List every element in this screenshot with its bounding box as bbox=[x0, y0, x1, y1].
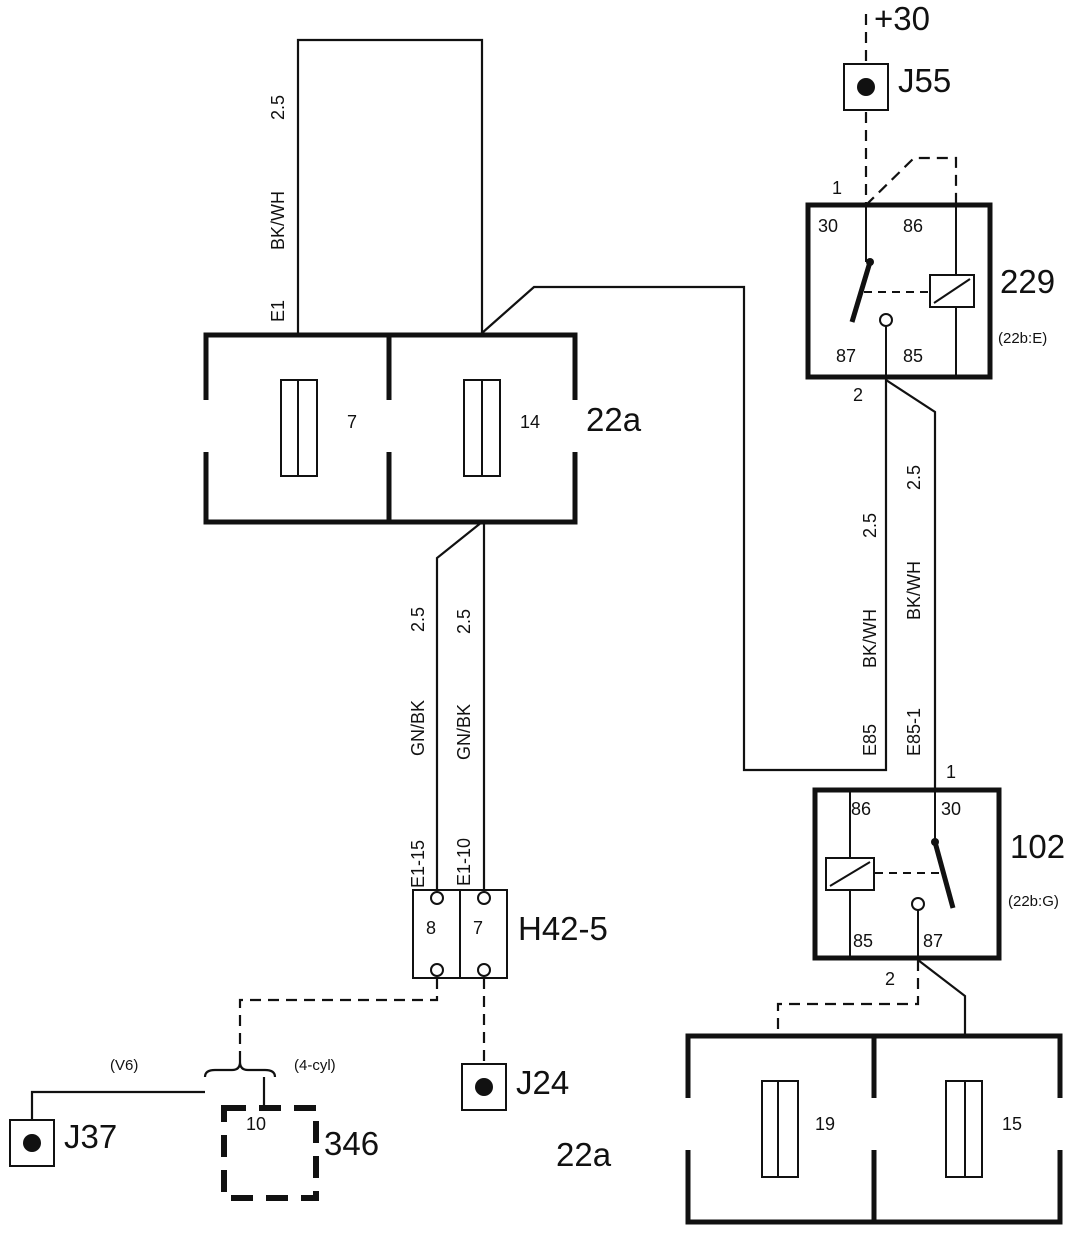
relay-102-label: 102 bbox=[1010, 828, 1065, 865]
connector-h42-pin7-bottom bbox=[477, 963, 491, 977]
relay-229-label: 229 bbox=[1000, 263, 1055, 300]
wire-labels: 2.5 BK/WH E1 2.5 GN/BK E1-15 2.5 GN/BK E… bbox=[268, 95, 924, 888]
wire-h42-8-down bbox=[238, 978, 439, 1062]
wire-top-color: BK/WH bbox=[268, 191, 288, 250]
component-346-pin: 10 bbox=[246, 1114, 266, 1134]
fuse-box-bottom-label: 22a bbox=[556, 1136, 612, 1173]
relay-229-pivot bbox=[866, 258, 874, 266]
wire-left-color: GN/BK bbox=[408, 700, 428, 756]
splice-j55: J55 bbox=[843, 62, 951, 111]
connector-h42-pin-right: 7 bbox=[473, 918, 483, 938]
splice-j55-dot bbox=[857, 78, 875, 96]
wire-e1-loop bbox=[296, 38, 484, 335]
wire-e85-color: BK/WH bbox=[860, 609, 880, 668]
relay-229-term-in: 1 bbox=[832, 178, 842, 198]
wire-right-size: 2.5 bbox=[454, 609, 474, 634]
component-346: 10 346 bbox=[221, 1105, 379, 1201]
relay-102-pin-86: 86 bbox=[851, 799, 871, 819]
variant-brace-icon bbox=[203, 1061, 277, 1078]
splice-j24-label: J24 bbox=[516, 1064, 569, 1101]
wire-e85-id: E85 bbox=[860, 724, 880, 756]
splice-j37-dot bbox=[23, 1134, 41, 1152]
wire-e85-1 bbox=[885, 379, 937, 790]
relay-229-pin-85: 85 bbox=[903, 346, 923, 366]
connector-h42-pin8-bottom bbox=[430, 963, 444, 977]
splice-j37: J37 bbox=[9, 1118, 117, 1167]
splice-j37-label: J37 bbox=[64, 1118, 117, 1155]
wire-top-id: E1 bbox=[268, 300, 288, 322]
connector-h42-pin8-top bbox=[430, 891, 444, 905]
wire-102-to-fuse15 bbox=[917, 959, 967, 1040]
fuse-box-bottom-gap-mid bbox=[869, 1098, 880, 1150]
fuse-box-top-gap-right bbox=[569, 400, 580, 452]
wire-e851-id: E85-1 bbox=[904, 708, 924, 756]
fuse-15-label: 15 bbox=[1002, 1114, 1022, 1134]
supply-plus30-label: +30 bbox=[874, 0, 930, 37]
relay-102-pin-85: 85 bbox=[853, 931, 873, 951]
relay-102-pin-87: 87 bbox=[923, 931, 943, 951]
relay-229-pin-87: 87 bbox=[836, 346, 856, 366]
relay-229-ref: (22b:E) bbox=[998, 330, 1047, 347]
connector-h42-pin7-top bbox=[477, 891, 491, 905]
variant-4cyl-label: (4-cyl) bbox=[294, 1057, 336, 1074]
fuse-box-top: 7 14 22a bbox=[201, 332, 642, 525]
fuse-box-top-gap-left bbox=[201, 400, 212, 452]
relay-102-ref: (22b:G) bbox=[1008, 893, 1059, 910]
fuse-box-bottom: 19 15 bbox=[683, 1033, 1065, 1225]
relay-102-contact-87 bbox=[911, 897, 925, 911]
relay-229-pin-86: 86 bbox=[903, 216, 923, 236]
relay-229-contact-87 bbox=[879, 313, 893, 327]
relay-229-contact-arm bbox=[849, 261, 873, 323]
splice-j24-dot bbox=[475, 1078, 493, 1096]
wire-229-coil-feed bbox=[865, 156, 958, 206]
relay-229: 1 30 86 87 85 2 229 (22b:E) bbox=[805, 178, 1055, 405]
relay-102-pivot bbox=[931, 838, 939, 846]
wire-e85 bbox=[481, 285, 888, 772]
wire-e851-size: 2.5 bbox=[904, 465, 924, 490]
component-346-label: 346 bbox=[324, 1125, 379, 1162]
relay-102-contact-arm bbox=[932, 841, 956, 909]
variant-brace: (V6) (4-cyl) bbox=[110, 1057, 336, 1078]
fuse-box-top-gap-mid bbox=[384, 400, 395, 452]
variant-v6-label: (V6) bbox=[110, 1057, 138, 1074]
connector-h42-5: 8 7 H42-5 bbox=[412, 889, 608, 979]
wire-right-id: E1-10 bbox=[454, 838, 474, 886]
splice-j55-label: J55 bbox=[898, 62, 951, 99]
relay-229-pin-30: 30 bbox=[818, 216, 838, 236]
connector-h42-pin-left: 8 bbox=[426, 918, 436, 938]
wire-e1-15 bbox=[435, 521, 483, 892]
fuse-14-label: 14 bbox=[520, 412, 540, 432]
wire-left-id: E1-15 bbox=[408, 840, 428, 888]
component-346-frame bbox=[221, 1105, 319, 1201]
fuse-box-bottom-gap-left bbox=[683, 1098, 694, 1150]
wire-e851-color: BK/WH bbox=[904, 561, 924, 620]
connector-h42-label: H42-5 bbox=[518, 910, 608, 947]
fuse-box-bottom-gap-right bbox=[1054, 1098, 1065, 1150]
wire-e85-size: 2.5 bbox=[860, 513, 880, 538]
relay-102: 1 86 30 85 87 2 102 (22b:G) bbox=[812, 762, 1065, 989]
wire-v6-to-j37 bbox=[30, 1090, 205, 1120]
relay-102-pin-30: 30 bbox=[941, 799, 961, 819]
wire-top-size: 2.5 bbox=[268, 95, 288, 120]
wire-left-size: 2.5 bbox=[408, 607, 428, 632]
fuse-19-label: 19 bbox=[815, 1114, 835, 1134]
relay-102-term-out: 2 bbox=[885, 969, 895, 989]
wire-right-color: GN/BK bbox=[454, 704, 474, 760]
relay-229-term-out: 2 bbox=[853, 385, 863, 405]
wire-102-to-fuse19 bbox=[776, 960, 920, 1040]
fuse-19-icon bbox=[761, 1080, 799, 1178]
fuse-7-label: 7 bbox=[347, 412, 357, 432]
splice-j24: J24 bbox=[461, 1063, 569, 1111]
fuse-box-top-label: 22a bbox=[586, 401, 642, 438]
relay-102-term-in: 1 bbox=[946, 762, 956, 782]
